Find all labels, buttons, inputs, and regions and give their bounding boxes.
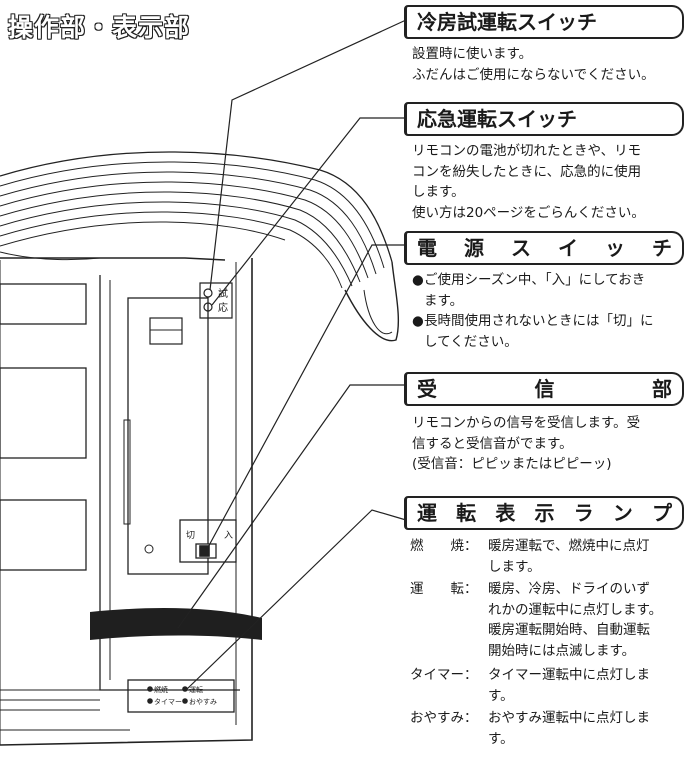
emergency-switch-line: します。 (412, 184, 465, 200)
lamp-heading-char: 示 (534, 501, 555, 525)
power-on-label: 入 (224, 530, 233, 541)
power-switch-line: してください。 (424, 333, 518, 350)
power-switch-heading-char: 源 (464, 236, 484, 260)
receiver-heading-char: 部 (652, 377, 672, 401)
bullet-marker: ● (412, 272, 424, 288)
test-switch-line: 設置時に使います。 (412, 46, 533, 62)
lamp-item-line: タイマー運転中に点灯しま (488, 667, 650, 683)
lamp-heading: 運 転 表 示 ラ ン プ (404, 496, 684, 530)
power-switch-heading: 電 源 ス イ ッ チ (404, 231, 684, 265)
lamp-heading-char: ラ (573, 501, 594, 525)
lamp-item-line: おやすみ運転中に点灯しま (488, 710, 650, 726)
receiver-heading: 受 信 部 (404, 372, 684, 406)
emergency-switch-heading: 応急運転スイッチ (404, 102, 684, 136)
lamp-item-line: す。 (488, 730, 514, 747)
lamp-item-line: 暖房、冷房、ドライのいず (488, 581, 650, 597)
lamp-item-desc: おやすみ運転中に点灯しま す。 (488, 708, 694, 749)
lamp-item-label: おやすみ： (410, 710, 478, 726)
power-switch-heading-char: チ (652, 236, 672, 260)
switch-label-test: 試 (218, 287, 228, 300)
power-switch-line: ます。 (424, 292, 464, 309)
lamp-item-line: 暖房運転開始時、自動運転 (488, 622, 650, 638)
receiver-heading-char: 信 (534, 377, 555, 401)
lamp-item-desc: 暖房運転で、燃焼中に点灯 します。 (488, 536, 694, 577)
emergency-switch-line: 使い方は20ページをごらんください。 (412, 204, 645, 221)
power-off-label: 切 (186, 530, 195, 541)
lamp-item-desc: 暖房、冷房、ドライのいず れかの運転中に点灯します。 暖房運転開始時、自動運転 … (488, 579, 694, 661)
receiver-line: (受信音：ピピッまたはピピーッ) (412, 456, 612, 472)
test-switch-line: ふだんはご使用にならないでください。 (412, 66, 655, 83)
lamp-item-label: 燃 焼： (410, 538, 478, 554)
emergency-switch-line: リモコンの電池が切れたときや、リモ (412, 143, 642, 159)
panel-label-timer: タイマー (154, 697, 182, 706)
receiver-line: 信すると受信音がでます。 (412, 435, 573, 452)
lamp-heading-char: ン (612, 501, 633, 525)
power-switch-heading-char: イ (558, 236, 578, 260)
power-switch-heading-char: ス (511, 236, 531, 260)
lamp-heading-char: プ (651, 501, 672, 525)
leader-power-switch (205, 244, 406, 552)
lamp-item-line: れかの運転中に点灯します。 (488, 601, 663, 618)
lamp-heading-char: 転 (456, 501, 477, 525)
power-switch-heading-char: 電 (417, 236, 437, 260)
page-title: 操作部・表示部 (8, 13, 191, 42)
panel-label-run: 運転 (189, 685, 203, 694)
lamp-item-line: します。 (488, 558, 541, 575)
test-switch-text: 設置時に使います。 ふだんはご使用にならないでください。 (412, 44, 692, 85)
panel-label-sleep: おやすみ (189, 698, 217, 706)
lamp-heading-char: 運 (417, 501, 437, 525)
power-switch-bullet: ● 長時間使用されないときには「切」に してください。 (412, 311, 692, 352)
lamp-item-desc: タイマー運転中に点灯しま す。 (488, 665, 694, 706)
power-switch-bullet: ● ご使用シーズン中、「入」にしておき ます。 (412, 270, 692, 311)
leader-receiver (177, 384, 406, 629)
power-switch-heading-char: ッ (605, 236, 625, 260)
leader-test-switch (209, 19, 407, 291)
lamp-heading-char: 表 (495, 501, 516, 525)
leader-emergency-switch (211, 117, 406, 306)
test-switch-heading: 冷房試運転スイッチ (404, 5, 684, 39)
panel-label-burn: 燃焼 (154, 685, 168, 694)
lamp-item: 運 転： 暖房、冷房、ドライのいず れかの運転中に点灯します。 暖房運転開始時、… (410, 579, 694, 661)
power-switch-line: 長時間使用されないときには「切」に (424, 313, 654, 329)
receiver-line: リモコンからの信号を受信します。受 (412, 415, 641, 431)
leader-lamp (185, 509, 407, 691)
emergency-switch-text: リモコンの電池が切れたときや、リモ コンを紛失したときに、応急的に使用 します。… (412, 141, 692, 223)
lamp-item: おやすみ： おやすみ運転中に点灯しま す。 (410, 708, 694, 749)
receiver-heading-char: 受 (417, 377, 437, 401)
lamp-item-label: 運 転： (410, 581, 478, 597)
lamp-item-line: す。 (488, 687, 514, 704)
power-switch-text: ● ご使用シーズン中、「入」にしておき ます。 ● 長時間使用されないときには「… (412, 270, 692, 352)
lamp-item-line: 暖房運転で、燃焼中に点灯 (488, 538, 650, 554)
receiver-text: リモコンからの信号を受信します。受 信すると受信音がでます。 (受信音：ピピッま… (412, 413, 692, 475)
power-switch-line: ご使用シーズン中、「入」にしておき (424, 272, 646, 288)
emergency-switch-line: コンを紛失したときに、応急的に使用 (412, 163, 642, 180)
lamp-item-label: タイマー： (410, 667, 478, 683)
bullet-marker: ● (412, 313, 424, 329)
lamp-item: 燃 焼： 暖房運転で、燃焼中に点灯 します。 (410, 536, 694, 577)
switch-label-emergency: 応 (218, 301, 228, 314)
lamp-item: タイマー： タイマー運転中に点灯しま す。 (410, 665, 694, 706)
lamp-item-line: 開始時には点滅します。 (488, 642, 636, 659)
